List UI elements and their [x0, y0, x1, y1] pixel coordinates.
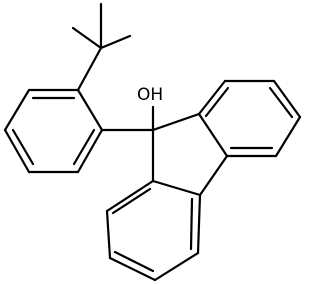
- hydroxyl-group: OH: [137, 85, 163, 132]
- fluorene-upper-ring: [197, 79, 302, 158]
- tert-butylphenyl-ring: [3, 88, 104, 174]
- tert-butyl-group: [71, 2, 132, 92]
- chemical-structure: OH: [3, 2, 302, 282]
- fluorene-lower-ring: [105, 179, 202, 282]
- fluorene-five-membered-ring: [151, 112, 229, 197]
- hydroxyl-label: OH: [137, 85, 163, 105]
